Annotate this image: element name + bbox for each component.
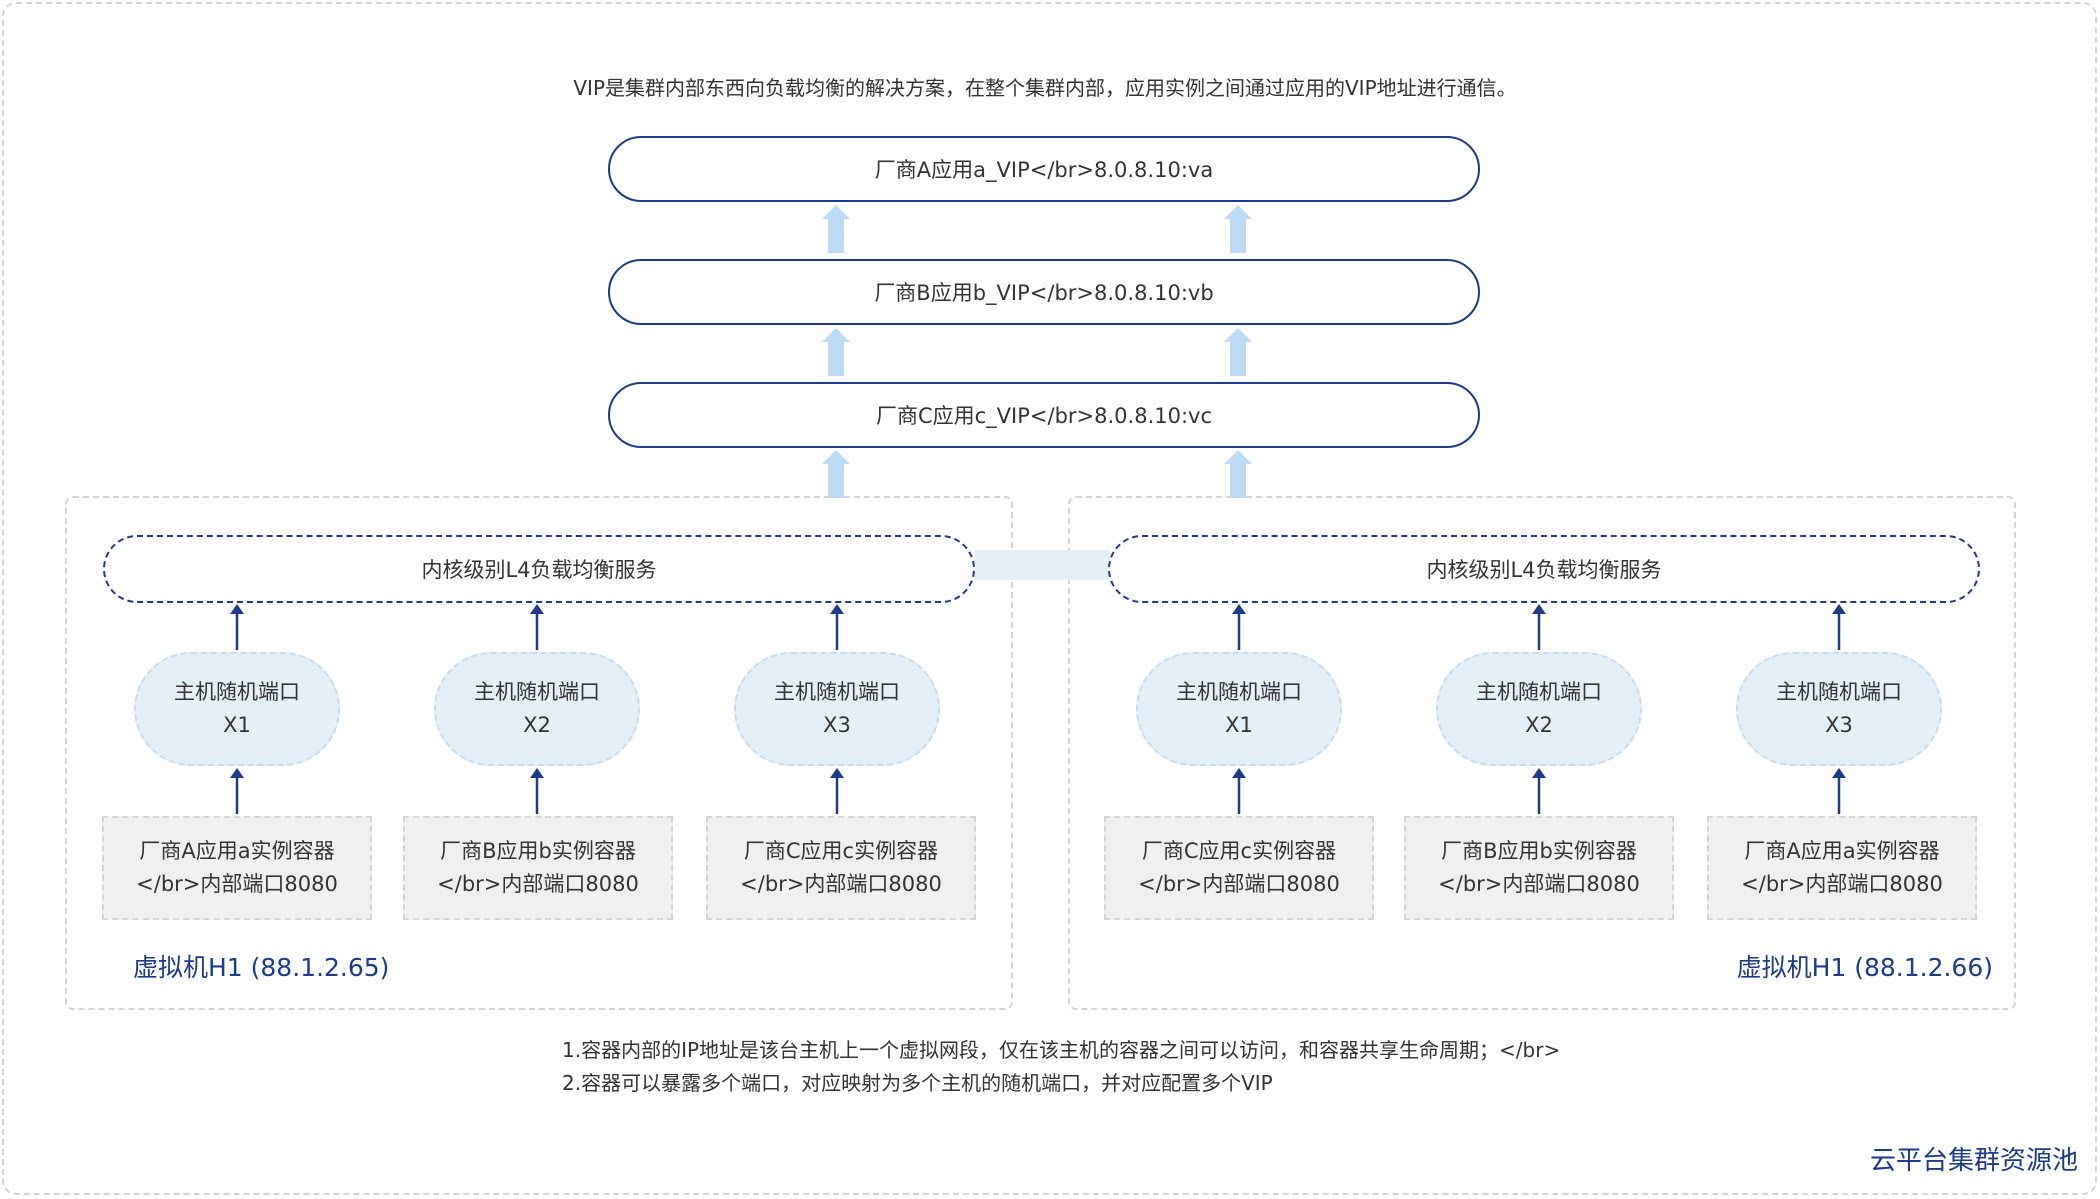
up-arrow-icon [822,450,850,498]
container-label: 厂商C应用c实例容器 [1141,839,1337,863]
port-id: X1 [223,713,251,737]
vip-a-box: 厂商A应用a_VIP</br>8.0.8.10:va [608,136,1480,202]
container-box: 厂商C应用c实例容器 </br>内部端口8080 [706,816,976,920]
port-to-lb-arrow [1532,604,1546,650]
host-frame-left [65,496,1013,1010]
container-to-port-arrow [1532,768,1546,814]
port-to-lb-arrow [530,604,544,650]
container-label: 厂商C应用c实例容器 [743,839,939,863]
container-to-port-arrow [230,768,244,814]
lb-service-right: 内核级别L4负载均衡服务 [1108,535,1980,603]
port-to-lb-arrow [830,604,844,650]
port-label: 主机随机端口 [174,680,300,704]
container-port: </br>内部端口8080 [1741,872,1943,896]
up-arrow-icon [822,205,850,253]
port-to-lb-arrow [1832,604,1846,650]
port-label: 主机随机端口 [774,680,900,704]
host-frame-right [1068,496,2016,1010]
host-port-node: 主机随机端口 X1 [134,652,340,766]
container-to-port-arrow [1232,768,1246,814]
host-port-node: 主机随机端口 X2 [434,652,640,766]
container-box: 厂商A应用a实例容器 </br>内部端口8080 [1707,816,1977,920]
note-line-2: 2.容器可以暴露多个端口，对应映射为多个主机的随机端口，并对应配置多个VIP [562,1071,1273,1095]
container-box: 厂商B应用b实例容器 </br>内部端口8080 [403,816,673,920]
vip-c-box: 厂商C应用c_VIP</br>8.0.8.10:vc [608,382,1480,448]
container-label: 厂商A应用a实例容器 [1744,839,1940,863]
container-port: </br>内部端口8080 [740,872,942,896]
port-id: X3 [823,713,851,737]
container-box: 厂商C应用c实例容器 </br>内部端口8080 [1104,816,1374,920]
port-to-lb-arrow [230,604,244,650]
container-port: </br>内部端口8080 [1138,872,1340,896]
intro-text: VIP是集群内部东西向负载均衡的解决方案，在整个集群内部，应用实例之间通过应用的… [573,76,1517,100]
cluster-pool-label: 云平台集群资源池 [1869,1146,2078,1176]
lb-service-left: 内核级别L4负载均衡服务 [103,535,975,603]
vm-label-left: 虚拟机H1 (88.1.2.65) [133,953,390,982]
port-id: X3 [1825,713,1853,737]
container-label: 厂商A应用a实例容器 [139,839,335,863]
host-port-node: 主机随机端口 X1 [1136,652,1342,766]
host-port-node: 主机随机端口 X3 [1736,652,1942,766]
port-label: 主机随机端口 [1176,680,1302,704]
port-label: 主机随机端口 [1476,680,1602,704]
container-port: </br>内部端口8080 [136,872,338,896]
container-to-port-arrow [1832,768,1846,814]
up-arrow-icon [1224,450,1252,498]
port-id: X1 [1225,713,1253,737]
container-label: 厂商B应用b实例容器 [440,839,636,863]
container-to-port-arrow [830,768,844,814]
port-label: 主机随机端口 [1776,680,1902,704]
lb-connector [975,550,1110,580]
container-port: </br>内部端口8080 [1438,872,1640,896]
port-label: 主机随机端口 [474,680,600,704]
up-arrow-icon [1224,205,1252,253]
container-label: 厂商B应用b实例容器 [1441,839,1637,863]
container-box: 厂商A应用a实例容器 </br>内部端口8080 [102,816,372,920]
container-to-port-arrow [530,768,544,814]
up-arrow-icon [1224,328,1252,376]
up-arrow-icon [822,328,850,376]
port-to-lb-arrow [1232,604,1246,650]
vip-b-box: 厂商B应用b_VIP</br>8.0.8.10:vb [608,259,1480,325]
note-line-1: 1.容器内部的IP地址是该台主机上一个虚拟网段，仅在该主机的容器之间可以访问，和… [562,1038,1561,1062]
host-port-node: 主机随机端口 X2 [1436,652,1642,766]
container-box: 厂商B应用b实例容器 </br>内部端口8080 [1404,816,1674,920]
host-port-node: 主机随机端口 X3 [734,652,940,766]
port-id: X2 [1525,713,1553,737]
container-port: </br>内部端口8080 [437,872,639,896]
vm-label-right: 虚拟机H1 (88.1.2.66) [1736,953,1993,982]
port-id: X2 [523,713,551,737]
